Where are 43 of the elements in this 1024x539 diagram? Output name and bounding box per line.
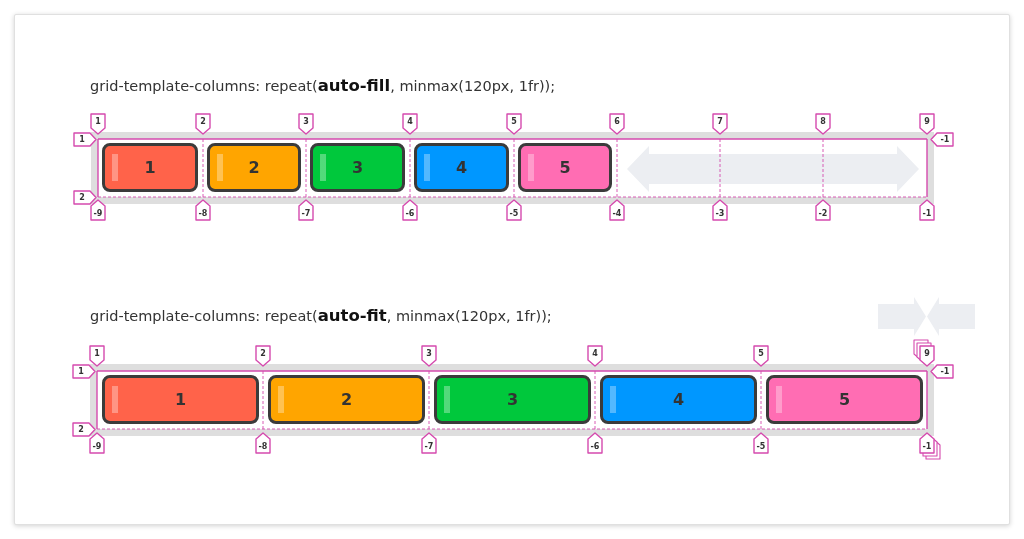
line-number-tag: -9: [90, 199, 106, 221]
line-number-tag: 3: [421, 345, 437, 367]
line-number-tag: -2: [815, 199, 831, 221]
grid-item: 1: [102, 375, 259, 424]
line-number-tag: 2: [195, 113, 211, 135]
line-number-tag: 6: [609, 113, 625, 135]
grid-item: 5: [766, 375, 923, 424]
grid-item: 4: [600, 375, 757, 424]
line-number-tag: 5: [753, 345, 769, 367]
line-number-tag: 3: [298, 113, 314, 135]
grid-item: 2: [268, 375, 425, 424]
line-number-tag: 8: [815, 113, 831, 135]
line-number-tag: -9: [89, 432, 105, 454]
line-number-tag: -5: [506, 199, 522, 221]
grid-item: 2: [207, 143, 301, 192]
line-number-tag: 5: [506, 113, 522, 135]
grid-container: [90, 364, 934, 436]
line-number-tag: -7: [298, 199, 314, 221]
line-number-tag: -3: [712, 199, 728, 221]
line-number-tag: 4: [587, 345, 603, 367]
grid-item: 4: [414, 143, 509, 192]
line-number-tag: 9: [919, 113, 935, 135]
grid-item: 3: [434, 375, 591, 424]
line-number-tag: -1: [919, 432, 941, 460]
line-number-tag: -5: [753, 432, 769, 454]
line-number-tag: 2: [255, 345, 271, 367]
code-heading: grid-template-columns: repeat(auto-fill, minmax(120px, 1fr));: [90, 76, 556, 96]
grid-item: 3: [310, 143, 405, 192]
line-number-tag: -8: [255, 432, 271, 454]
line-number-tag: 1: [90, 113, 106, 135]
line-number-tag: -7: [421, 432, 437, 454]
line-number-tag: 7: [712, 113, 728, 135]
grid-item: 5: [518, 143, 612, 192]
code-heading: grid-template-columns: repeat(auto-fit, minmax(120px, 1fr));: [90, 306, 552, 326]
line-number-tag: -6: [402, 199, 418, 221]
grid-item: 1: [102, 143, 198, 192]
line-number-tag: 9: [913, 339, 935, 367]
line-number-tag: -1: [919, 199, 935, 221]
line-number-tag: 4: [402, 113, 418, 135]
line-number-tag: -8: [195, 199, 211, 221]
line-number-tag: 1: [89, 345, 105, 367]
line-number-tag: -6: [587, 432, 603, 454]
line-number-tag: -4: [609, 199, 625, 221]
